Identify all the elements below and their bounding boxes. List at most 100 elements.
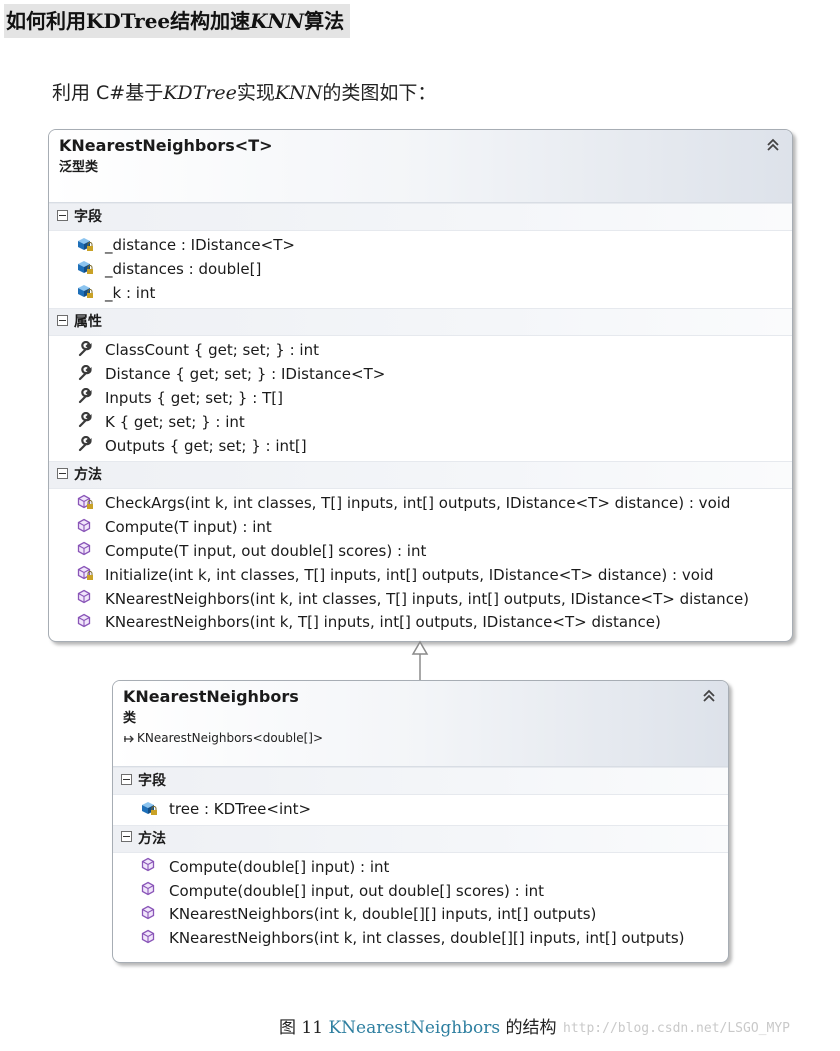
watermark: http://blog.csdn.net/LSGO_MYP [563, 1021, 790, 1036]
member-text: _k : int [105, 283, 156, 302]
property-wrench-icon [78, 340, 92, 356]
member-row[interactable]: Compute(T input, out double[] scores) : … [77, 540, 792, 564]
collapse-toggle-icon[interactable] [57, 467, 68, 479]
properties-title: 属性 [74, 314, 102, 331]
collapse-toggle-icon[interactable] [57, 314, 68, 326]
private-method-icon [77, 566, 93, 581]
member-row[interactable]: KNearestNeighbors(int k, T[] inputs, int… [77, 611, 792, 635]
member-row[interactable]: Compute(T input) : int [77, 516, 792, 540]
caption-suffix: 的结构 [500, 1018, 557, 1038]
member-text: KNearestNeighbors(int k, double[][] inpu… [169, 905, 597, 924]
base-class-name: KNearestNeighbors<double[]> [137, 731, 324, 745]
member-row[interactable]: tree : KDTree<int> [141, 798, 728, 822]
intro-kdtree: KDTree [163, 82, 237, 104]
member-text: Outputs { get; set; } : int[] [105, 436, 307, 455]
member-row[interactable]: Compute(double[] input) : int [141, 856, 728, 880]
member-row[interactable]: KNearestNeighbors(int k, int classes, do… [141, 927, 728, 951]
member-row[interactable]: ClassCount { get; set; } : int [77, 339, 792, 363]
class-name: KNearestNeighbors<T> [59, 136, 273, 155]
member-row[interactable]: Outputs { get; set; } : int[] [77, 435, 792, 459]
methods-section-header[interactable]: 方法 [113, 824, 728, 853]
member-text: ClassCount { get; set; } : int [105, 341, 319, 360]
member-row[interactable]: KNearestNeighbors(int k, int classes, T[… [77, 588, 792, 612]
method-cube-icon [77, 518, 91, 532]
generic-class-header: KNearestNeighbors<T> 泛型类 [49, 130, 792, 203]
inheritance-arrow-icon [124, 735, 134, 742]
class-kind: 类 [123, 711, 137, 726]
member-text: Initialize(int k, int classes, T[] input… [105, 565, 714, 584]
member-row[interactable]: _k : int [77, 282, 792, 306]
class-name: KNearestNeighbors [123, 687, 299, 706]
member-text: KNearestNeighbors(int k, int classes, T[… [105, 589, 750, 608]
intro-text: 利用 C#基于KDTree实现KNN的类图如下： [52, 78, 436, 105]
heading-suffix: 算法 [304, 9, 345, 33]
figure-caption: 图 11 KNearestNeighbors 的结构 [279, 1013, 557, 1038]
member-row[interactable]: Initialize(int k, int classes, T[] input… [77, 564, 792, 588]
member-text: KNearestNeighbors(int k, int classes, do… [169, 929, 685, 948]
heading-mid: 结构加速 [170, 9, 251, 33]
collapse-toggle-icon[interactable] [121, 831, 132, 843]
property-wrench-icon [78, 412, 92, 428]
section-heading: 如何利用KDTree结构加速KNN算法 [4, 4, 351, 38]
member-text: Distance { get; set; } : IDistance<T> [105, 365, 386, 384]
member-text: _distances : double[] [105, 259, 262, 278]
fields-section-header[interactable]: 字段 [113, 767, 728, 795]
member-row[interactable]: Distance { get; set; } : IDistance<T> [77, 363, 792, 387]
method-cube-icon [141, 929, 155, 943]
collapse-toggle-icon[interactable] [57, 209, 68, 221]
method-cube-icon [77, 542, 91, 556]
methods-title: 方法 [74, 467, 102, 484]
intro-prefix: 利用 C#基于 [52, 82, 164, 104]
inheritance-arrow [411, 640, 429, 682]
member-text: Compute(double[] input, out double[] sco… [169, 881, 545, 900]
private-field-icon [142, 801, 157, 815]
member-text: Inputs { get; set; } : T[] [105, 388, 283, 407]
class-kind: 泛型类 [59, 160, 99, 175]
member-row[interactable]: _distances : double[] [77, 258, 792, 282]
methods-section-header[interactable]: 方法 [49, 461, 792, 490]
property-wrench-icon [78, 436, 92, 452]
private-field-icon [78, 261, 93, 275]
member-row[interactable]: Inputs { get; set; } : T[] [77, 387, 792, 411]
intro-knn: KNN [274, 82, 323, 104]
member-row[interactable]: K { get; set; } : int [77, 411, 792, 435]
private-method-icon [77, 494, 93, 509]
property-wrench-icon [78, 388, 92, 404]
fields-title: 字段 [138, 773, 166, 789]
heading-knn: KNN [250, 9, 305, 33]
member-text: K { get; set; } : int [105, 412, 245, 431]
heading-prefix: 如何利用 [6, 9, 86, 33]
private-field-icon [78, 285, 93, 299]
heading-kdtree: KDTree [86, 9, 171, 33]
derived-class-header: KNearestNeighbors 类 KNearestNeighbors<do… [113, 681, 728, 767]
collapse-chevron-icon[interactable] [766, 138, 780, 152]
methods-list: CheckArgs(int k, int classes, T[] inputs… [49, 489, 792, 638]
fields-list: _distance : IDistance<T> _distances : dou… [49, 231, 792, 308]
collapse-toggle-icon[interactable] [121, 773, 132, 785]
fields-title: 字段 [74, 209, 102, 225]
methods-title: 方法 [138, 830, 166, 847]
properties-section-header[interactable]: 属性 [49, 308, 792, 337]
member-row[interactable]: Compute(double[] input, out double[] sco… [141, 880, 728, 904]
member-text: _distance : IDistance<T> [105, 236, 295, 254]
method-cube-icon [141, 858, 155, 872]
member-text: KNearestNeighbors(int k, T[] inputs, int… [105, 613, 661, 632]
collapse-chevron-icon[interactable] [702, 689, 716, 703]
member-text: Compute(T input) : int [105, 518, 272, 537]
property-wrench-icon [78, 364, 92, 380]
caption-link[interactable]: KNearestNeighbors [328, 1018, 501, 1038]
method-cube-icon [77, 613, 91, 628]
member-row[interactable]: CheckArgs(int k, int classes, T[] inputs… [77, 492, 792, 516]
fields-section-header[interactable]: 字段 [49, 203, 792, 231]
generic-class-box: KNearestNeighbors<T> 泛型类 字段 _distance : … [48, 129, 793, 642]
method-cube-icon [77, 589, 91, 604]
caption-prefix: 图 11 [279, 1018, 329, 1038]
member-row[interactable]: KNearestNeighbors(int k, double[][] inpu… [141, 903, 728, 927]
method-cube-icon [141, 881, 155, 896]
fields-list: tree : KDTree<int> [113, 795, 728, 825]
intro-mid: 实现 [236, 82, 275, 104]
member-text: Compute(T input, out double[] scores) : … [105, 541, 427, 560]
method-cube-icon [141, 905, 155, 920]
member-row[interactable]: _distance : IDistance<T> [77, 234, 792, 258]
